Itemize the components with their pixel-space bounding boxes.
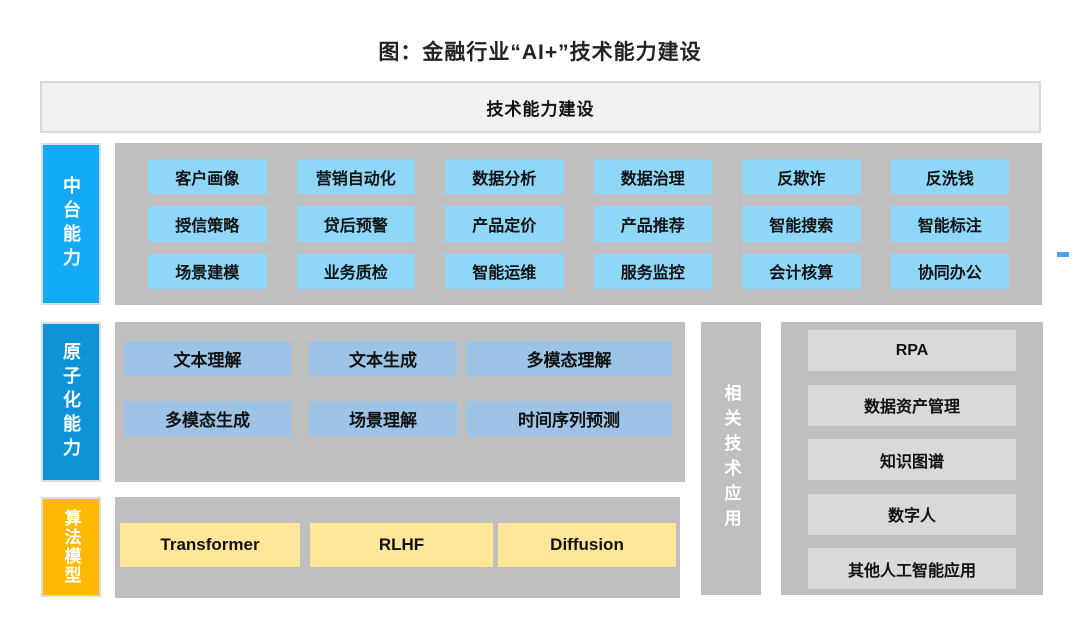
rowlabel-atomic: 原子化能力 (41, 322, 101, 482)
panel-atomic: 文本理解 文本生成 多模态理解 多模态生成 场景理解 时间序列预测 (115, 322, 685, 482)
capability-cell: 产品推荐 (593, 206, 712, 242)
capability-cell: 数据治理 (593, 159, 712, 195)
capability-cell: 贷后预警 (296, 206, 415, 242)
capability-cell: 授信策略 (148, 206, 267, 242)
capability-cell: 反欺诈 (742, 159, 861, 195)
related-cell: 知识图谱 (808, 439, 1016, 480)
atomic-cell: 文本理解 (124, 341, 291, 376)
related-cell: 其他人工智能应用 (808, 548, 1016, 589)
rowlabel-atomic-text: 原子化能力 (61, 342, 81, 462)
panel-models: Transformer RLHF Diffusion (115, 497, 680, 598)
capability-cell: 反洗钱 (890, 159, 1009, 195)
related-cell: 数字人 (808, 493, 1016, 535)
capability-cell: 场景建模 (148, 253, 267, 289)
capability-cell: 协同办公 (890, 253, 1009, 289)
related-cell: 数据资产管理 (808, 384, 1016, 426)
rowlabel-midplatform: 中台能力 (41, 143, 101, 305)
model-cell: Transformer (120, 523, 300, 567)
panel-midplatform: 客户画像 营销自动化 数据分析 数据治理 反欺诈 反洗钱 授信策略 贷后预警 产… (115, 143, 1042, 305)
model-cell: Diffusion (498, 523, 676, 567)
capability-cell: 智能搜索 (742, 206, 861, 242)
capability-cell: 数据分析 (445, 159, 564, 195)
capability-cell: 产品定价 (445, 206, 564, 242)
atomic-cell: 多模态生成 (124, 401, 291, 436)
rowlabel-related-tech: 相关技术应用 (701, 322, 761, 595)
atomic-row: 多模态生成 场景理解 时间序列预测 (124, 401, 685, 436)
capability-cell: 智能标注 (890, 206, 1009, 242)
header-box: 技术能力建设 (40, 81, 1041, 133)
capability-cell: 会计核算 (742, 253, 861, 289)
header-label: 技术能力建设 (486, 99, 595, 119)
capability-cell: 服务监控 (593, 253, 712, 289)
atomic-row: 文本理解 文本生成 多模态理解 (124, 341, 685, 376)
rowlabel-models: 算法模型 (41, 497, 101, 597)
capability-cell: 业务质检 (296, 253, 415, 289)
atomic-cell: 多模态理解 (466, 341, 672, 376)
rowlabel-midplatform-text: 中台能力 (61, 176, 81, 272)
panel-related-tech: RPA 数据资产管理 知识图谱 数字人 其他人工智能应用 (781, 322, 1043, 595)
rowlabel-models-text: 算法模型 (61, 509, 81, 585)
related-cell: RPA (808, 330, 1016, 371)
figure-title: 图：金融行业“AI+”技术能力建设 (378, 41, 702, 64)
atomic-cell: 文本生成 (309, 341, 457, 376)
capability-cell: 智能运维 (445, 253, 564, 289)
stray-blue-mark (1057, 252, 1069, 257)
rowlabel-related-tech-text: 相关技术应用 (721, 383, 741, 534)
capability-cell: 客户画像 (148, 159, 267, 195)
model-cell: RLHF (310, 523, 493, 567)
atomic-cell: 时间序列预测 (466, 401, 672, 436)
atomic-cell: 场景理解 (309, 401, 457, 436)
capability-cell: 营销自动化 (296, 159, 415, 195)
